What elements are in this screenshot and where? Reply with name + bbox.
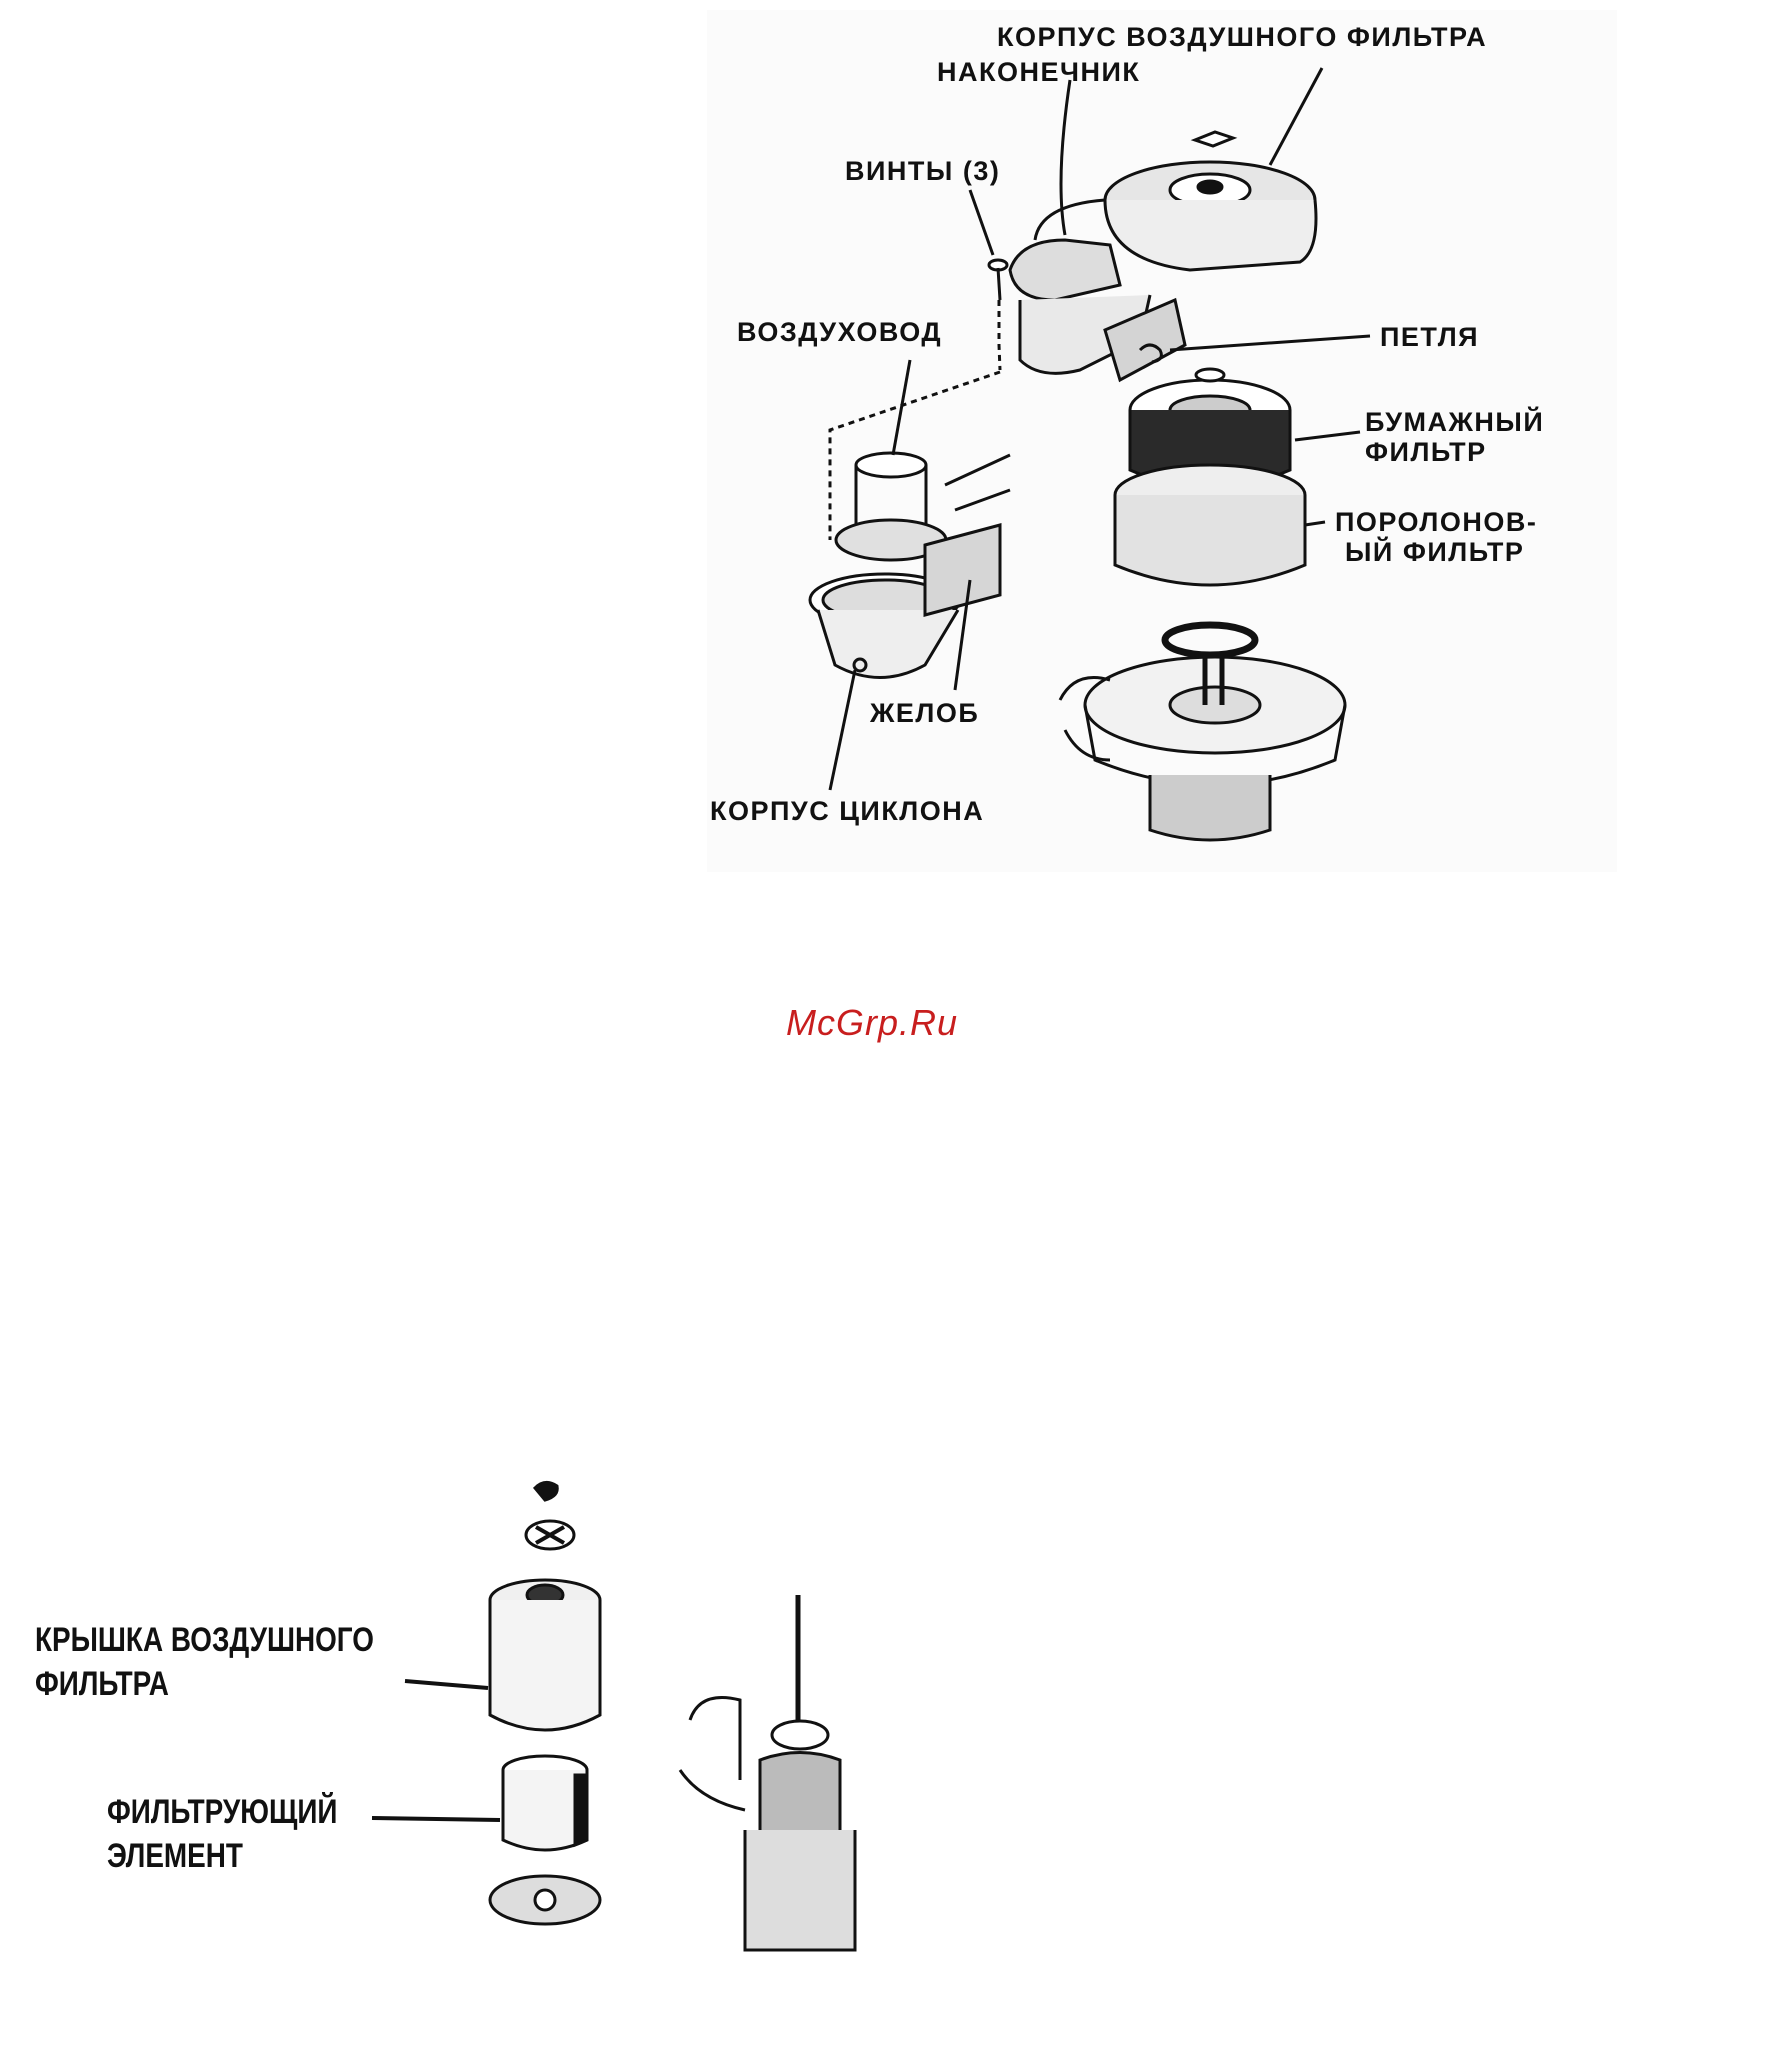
- leader-screws: [970, 190, 993, 255]
- label-cyclone-housing: КОРПУС ЦИКЛОНА: [710, 796, 984, 827]
- foam-filter: [1115, 465, 1305, 585]
- label-cover-line2: ФИЛЬТРА: [35, 1662, 169, 1706]
- engine-base: [1060, 655, 1345, 840]
- label-element-line1: ФИЛЬТРУЮЩИЙ: [107, 1790, 337, 1834]
- label-paper-filter-line1: БУМАЖНЫЙ: [1365, 407, 1544, 438]
- screw: [989, 260, 1007, 300]
- leader-cover: [405, 1681, 488, 1688]
- label-element-line2: ЭЛЕМЕНТ: [107, 1834, 243, 1878]
- label-air-duct: ВОЗДУХОВОД: [737, 317, 942, 348]
- leader-tip: [1061, 80, 1070, 235]
- leader-element: [372, 1818, 500, 1820]
- label-screws: ВИНТЫ (3): [845, 156, 1000, 187]
- leader-loop: [1170, 336, 1370, 350]
- leader-paper: [1295, 432, 1360, 440]
- label-cover-line1: КРЫШКА ВОЗДУШНОГО: [35, 1618, 374, 1662]
- label-paper-filter-line2: ФИЛЬТР: [1365, 437, 1487, 468]
- gasket: [1165, 625, 1255, 655]
- leader-cyclone: [830, 670, 855, 790]
- label-tip: НАКОНЕЧНИК: [937, 57, 1140, 88]
- label-trough: ЖЕЛОБ: [870, 698, 979, 729]
- label-loop: ПЕТЛЯ: [1380, 322, 1479, 353]
- label-air-filter-housing: КОРПУС ВОЗДУШНОГО ФИЛЬТРА: [997, 22, 1487, 53]
- leader-housing: [1270, 68, 1322, 165]
- leader-foam: [1305, 522, 1325, 525]
- label-foam-filter-line1: ПОРОЛОНОВ-: [1335, 507, 1537, 538]
- watermark: McGrp.Ru: [786, 1002, 958, 1044]
- bottom-drawing: [490, 1482, 855, 1950]
- label-foam-filter-line2: ЫЙ ФИЛЬТР: [1345, 537, 1524, 568]
- housing-nut: [1195, 132, 1233, 146]
